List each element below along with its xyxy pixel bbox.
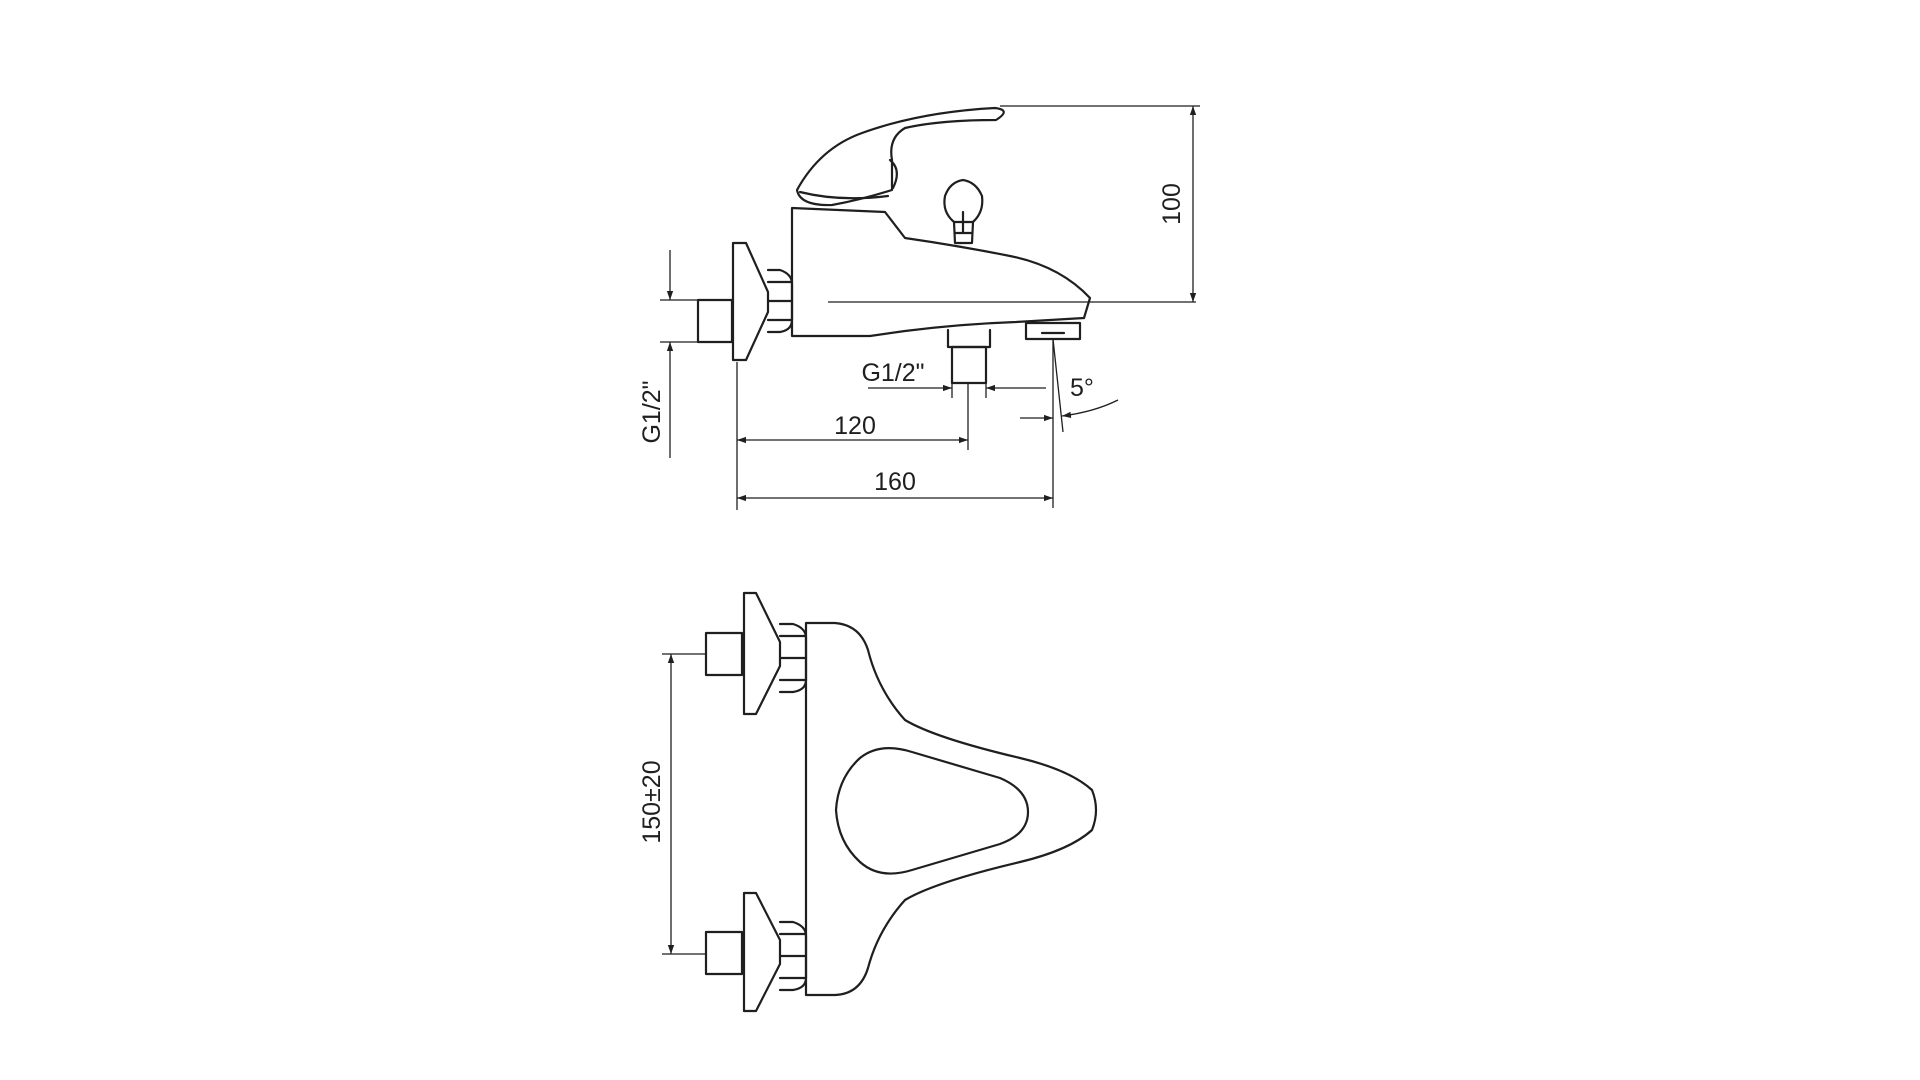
side-mixer-body <box>790 206 1092 338</box>
side-inlet-pipe <box>696 298 734 344</box>
top-view: 150±20 <box>638 591 1098 1013</box>
side-lever-detail <box>798 190 890 200</box>
inlet-spacing-label: 150±20 <box>638 760 666 843</box>
spout-angle-arc <box>1061 399 1119 419</box>
top-lever-head <box>834 747 1030 875</box>
top-upper-wall-flange <box>742 591 782 716</box>
height-dimension-label: 100 <box>1158 183 1186 225</box>
side-view: 100 G1/2" G1/2" 120 160 5° <box>638 105 1200 510</box>
spout-angle-label: 5° <box>1070 374 1094 402</box>
side-lever-pivot <box>888 158 898 190</box>
side-outlet-pipe <box>950 345 988 385</box>
side-lever-handle <box>795 106 1005 207</box>
top-lower-wall-flange <box>742 891 782 1013</box>
outlet-distance-label: 120 <box>834 412 876 440</box>
top-mixer-body <box>804 621 1098 997</box>
outlet-thread-label: G1/2" <box>861 359 924 387</box>
inlet-thread-label: G1/2" <box>638 380 666 443</box>
spout-angle-line <box>1052 338 1064 433</box>
side-aerator <box>1024 321 1082 341</box>
spout-distance-label: 160 <box>874 468 916 496</box>
top-upper-inlet-pipe <box>704 631 744 677</box>
top-lower-inlet-pipe <box>704 930 744 976</box>
side-wall-flange <box>731 241 770 362</box>
side-bottom-outlet <box>946 328 992 349</box>
side-diverter-knob <box>943 178 984 245</box>
